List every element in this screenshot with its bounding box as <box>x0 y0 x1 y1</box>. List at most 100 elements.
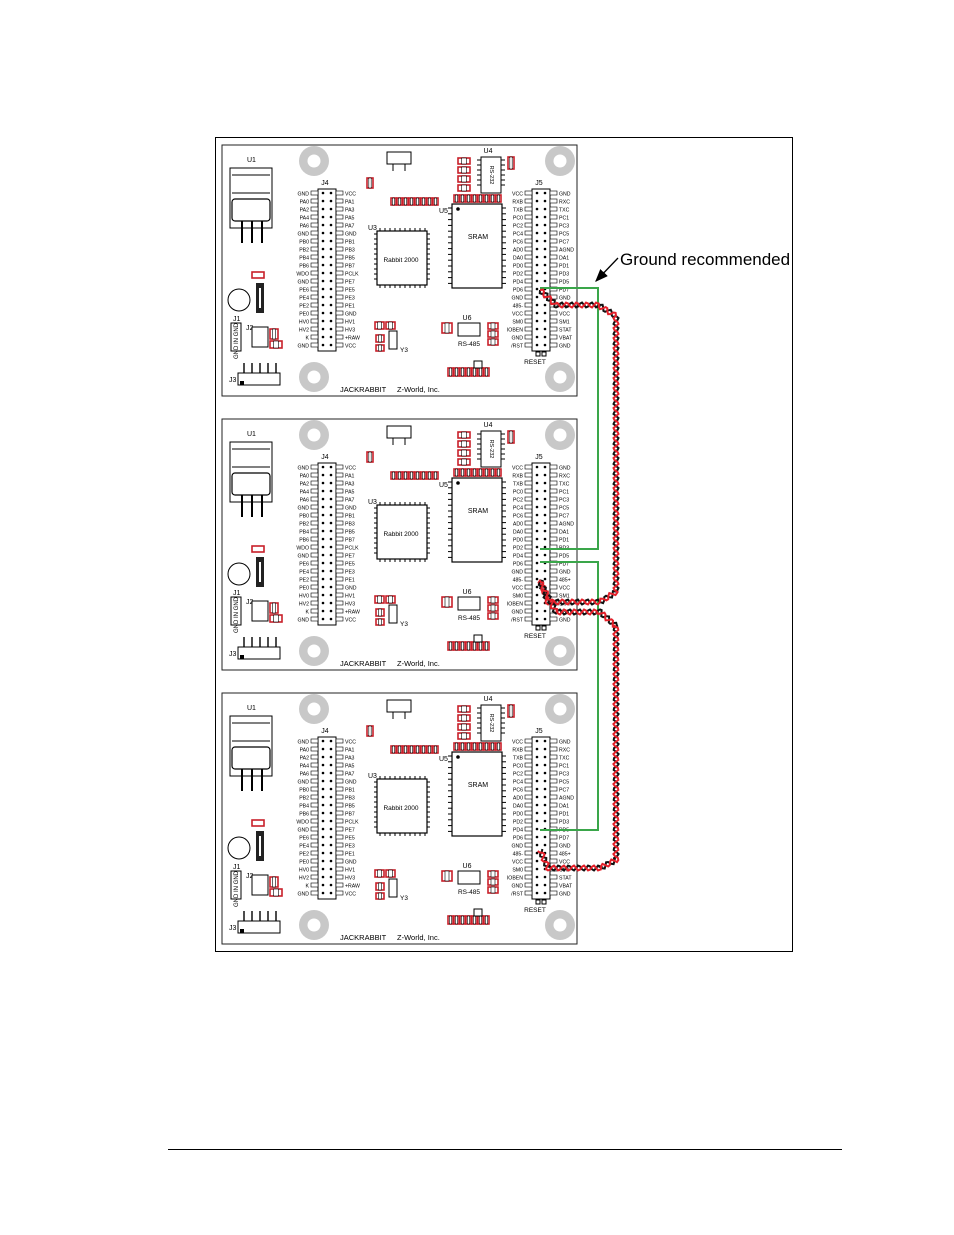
j3-label: J3 <box>229 377 237 384</box>
crystal <box>386 425 412 439</box>
smd-body <box>410 471 413 480</box>
j4-pin-label: GND <box>297 618 309 624</box>
j4-pin <box>321 199 325 203</box>
u4-text: RS-232 <box>488 166 494 185</box>
smd-body <box>428 197 431 206</box>
j4-pin-label: HV0 <box>299 320 309 326</box>
j5-pin-label: IOBEN <box>507 876 523 882</box>
j5-pad <box>549 318 558 324</box>
reset-pad <box>541 899 547 905</box>
j5-pin <box>543 529 547 533</box>
j4-pad <box>310 262 319 268</box>
j5-pin <box>535 755 539 759</box>
j5-pin <box>535 295 539 299</box>
j4-pin-label: PE6 <box>299 288 309 294</box>
smd-body <box>461 449 467 457</box>
j4-pin <box>321 497 325 501</box>
j4-pad <box>335 810 344 816</box>
j4-pin <box>329 327 333 331</box>
j4-pad <box>310 874 319 880</box>
j4-pin <box>329 207 333 211</box>
brand-label: JACKRABBIT <box>340 659 387 668</box>
j4-pin-label: PA0 <box>300 748 310 754</box>
smd-body <box>273 614 279 623</box>
y3-label: Y3 <box>400 895 408 902</box>
j4-pin <box>329 199 333 203</box>
j4-pin <box>321 739 325 743</box>
j5-pin-label: AGND <box>559 522 574 528</box>
j5-pin <box>535 215 539 219</box>
rs485-pair-bottom-black-conductor <box>537 581 620 872</box>
j5-pin-label: RXB <box>512 474 523 480</box>
j5-pin <box>535 465 539 469</box>
j4-pad <box>335 802 344 808</box>
j5-pad <box>524 496 533 502</box>
j5-pad <box>549 496 558 502</box>
j5-pin <box>535 231 539 235</box>
j5-pin-label: GND <box>511 610 523 616</box>
j5-pin <box>535 505 539 509</box>
reset-pad <box>535 351 541 357</box>
smd-body <box>461 742 464 751</box>
smd-body <box>509 156 513 170</box>
j4-pin <box>321 465 325 469</box>
j5-pin-label: VCC <box>512 466 523 472</box>
j5-pin <box>535 335 539 339</box>
j5-pin-label: SM0 <box>512 868 523 874</box>
maker-label: Z-World, Inc. <box>397 659 440 668</box>
smd-body <box>461 157 467 165</box>
j5-pin <box>543 513 547 517</box>
u6-text: RS-485 <box>458 341 480 348</box>
j4-pad <box>310 544 319 550</box>
j4-pad <box>310 850 319 856</box>
j4-pad <box>310 746 319 752</box>
j4-pin <box>321 335 325 339</box>
smd-body <box>404 745 407 754</box>
smd-body <box>479 742 482 751</box>
j5-pin-label: PD6 <box>513 288 523 294</box>
j4-pin-label: GND <box>297 554 309 560</box>
j4-pin-label: PE1 <box>345 852 355 858</box>
j4-pin-label: PE7 <box>345 280 355 286</box>
j5-pad <box>524 190 533 196</box>
j5-pad <box>524 488 533 494</box>
j4-pin <box>329 875 333 879</box>
j4-pin <box>321 617 325 621</box>
j5-pad <box>524 738 533 744</box>
j4-pad <box>310 762 319 768</box>
j4-pin-label: PA2 <box>300 208 310 214</box>
u5-label: U5 <box>439 208 448 215</box>
j5-pin-label: RXC <box>559 748 570 754</box>
j4-pad <box>310 576 319 582</box>
callout-arrow <box>595 257 619 282</box>
j4-pad <box>310 834 319 840</box>
j4-pin <box>321 891 325 895</box>
j5-pad <box>549 326 558 332</box>
j4-pad <box>335 310 344 316</box>
j4-pin-label: PA7 <box>345 498 355 504</box>
j5-pin-label: PC7 <box>559 514 569 520</box>
u5-pin1-dot <box>456 207 460 211</box>
j4-pin-label: PA1 <box>345 748 355 754</box>
j4-pin-label: PE0 <box>299 860 309 866</box>
j4-pad <box>310 286 319 292</box>
j5-pad <box>549 464 558 470</box>
smd-body <box>461 714 467 722</box>
smd-body <box>461 194 464 203</box>
j4-pin-label: PB1 <box>345 788 355 794</box>
j5-pin <box>543 473 547 477</box>
j5-pad <box>524 576 533 582</box>
j4-pad <box>310 754 319 760</box>
j4-pin <box>329 617 333 621</box>
j4-pin-label: PB6 <box>299 812 309 818</box>
j5-pad <box>549 778 558 784</box>
j4-pad <box>335 786 344 792</box>
j5-pad <box>524 326 533 332</box>
j4-pad <box>310 858 319 864</box>
j4-pad <box>335 286 344 292</box>
j4-pad <box>335 262 344 268</box>
j5-pin <box>543 215 547 219</box>
j4-pin <box>329 585 333 589</box>
j4-pin <box>329 867 333 871</box>
j4-pin-label: PE5 <box>345 836 355 842</box>
